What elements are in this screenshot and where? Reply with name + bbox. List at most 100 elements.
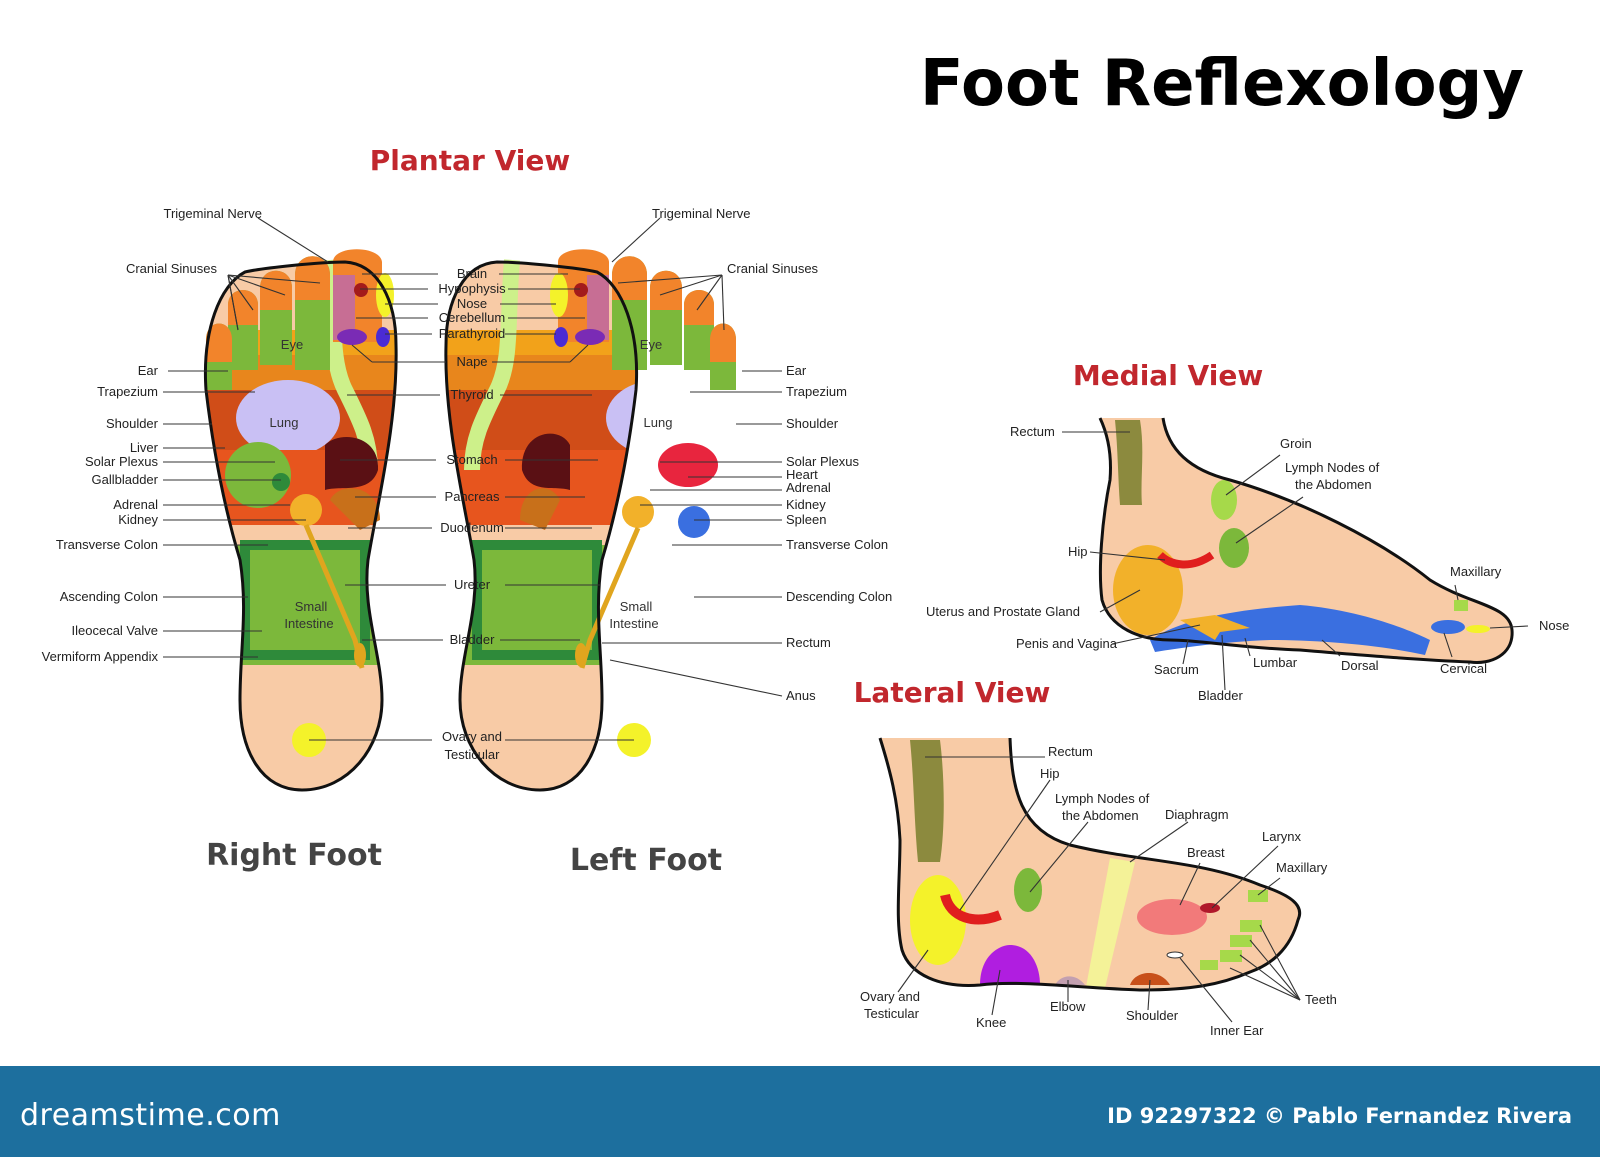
lateral-leaders (897, 756, 1301, 1023)
small-intestine-label-right-2: Intestine (284, 616, 333, 631)
label-lateral-shoulder: Shoulder (1126, 1008, 1179, 1023)
footer-bar: dreamstime.com ID 92297322 © Pablo Ferna… (0, 1066, 1600, 1157)
label-ear-left: Ear (786, 363, 807, 378)
label-larynx: Larynx (1262, 829, 1302, 844)
lateral-view-heading: Lateral View (854, 676, 1051, 709)
lateral-labels: Rectum Hip Lymph Nodes of the Abdomen Di… (860, 744, 1337, 1038)
label-knee: Knee (976, 1015, 1006, 1030)
label-cervical: Cervical (1440, 661, 1487, 676)
label-thyroid: Thyroid (450, 387, 493, 402)
medial-rectum-zone (1115, 420, 1143, 505)
eye-label-right: Eye (281, 337, 303, 352)
right-foot-caption: Right Foot (206, 838, 382, 873)
label-groin: Groin (1280, 436, 1312, 451)
label-ureter: Ureter (454, 577, 491, 592)
label-shoulder-left: Shoulder (786, 416, 839, 431)
label-ovary-plantar-1: Ovary and (442, 729, 502, 744)
label-cranial-right: Cranial Sinuses (126, 261, 218, 276)
label-ascending-colon: Ascending Colon (60, 589, 158, 604)
label-medial-hip: Hip (1068, 544, 1088, 559)
label-penis: Penis and Vagina (1016, 636, 1118, 651)
label-kidney-left: Kidney (786, 497, 826, 512)
label-appendix: Vermiform Appendix (42, 649, 159, 664)
label-lateral-lymph-2: the Abdomen (1062, 808, 1139, 823)
label-breast: Breast (1187, 845, 1225, 860)
plantar-labels-right: Trigeminal Nerve Cranial Sinuses Ear Tra… (42, 206, 262, 664)
label-medial-lymph-2: the Abdomen (1295, 477, 1372, 492)
label-descending-colon: Descending Colon (786, 589, 892, 604)
label-medial-bladder: Bladder (1198, 688, 1243, 703)
label-adrenal-left: Adrenal (786, 480, 831, 495)
label-parathyroid: Parathyroid (439, 326, 505, 341)
label-kidney-right: Kidney (118, 512, 158, 527)
label-gallbladder: Gallbladder (92, 472, 159, 487)
label-elbow: Elbow (1050, 999, 1086, 1014)
label-rectum-plantar: Rectum (786, 635, 831, 650)
liver-zone (225, 442, 291, 508)
thyroid-band (322, 259, 378, 471)
lung-label-left: Lung (644, 415, 673, 430)
label-trigeminal-left: Trigeminal Nerve (652, 206, 751, 221)
label-trapezium-left: Trapezium (786, 384, 847, 399)
left-foot-caption: Left Foot (570, 843, 722, 878)
label-lateral-ovary-2: Testicular (864, 1006, 920, 1021)
label-nose-plantar: Nose (457, 296, 487, 311)
plantar-leaders (163, 217, 783, 741)
medial-view-foot (1098, 417, 1514, 665)
label-medial-rectum: Rectum (1010, 424, 1055, 439)
small-intestine-label-left-2: Intestine (609, 616, 658, 631)
plantar-labels-center: Brain Hypophysis Nose Cerebellum Parathy… (438, 266, 506, 762)
label-adrenal-right: Adrenal (113, 497, 158, 512)
label-lateral-hip: Hip (1040, 766, 1060, 781)
footer-brand[interactable]: dreamstime.com (20, 1098, 281, 1133)
label-medial-lymph-1: Lymph Nodes of (1285, 460, 1380, 475)
left-foot-plantar: Eye Lung Small Intestine (444, 249, 736, 792)
plantar-view-heading: Plantar View (370, 144, 570, 177)
label-pancreas: Pancreas (445, 489, 500, 504)
label-inner-ear: Inner Ear (1210, 1023, 1264, 1038)
lung-label-right: Lung (270, 415, 299, 430)
label-medial-nose: Nose (1539, 618, 1569, 633)
pancreas-zone (330, 488, 380, 530)
plantar-labels-left: Trigeminal Nerve Cranial Sinuses Ear Tra… (652, 206, 892, 703)
label-solar-plexus-left: Solar Plexus (786, 454, 859, 469)
label-liver: Liver (130, 440, 159, 455)
page-title: Foot Reflexology (920, 47, 1524, 121)
small-intestine-label-left-1: Small (620, 599, 653, 614)
label-transverse-colon-right: Transverse Colon (56, 537, 158, 552)
medial-view-heading: Medial View (1073, 359, 1263, 392)
label-diaphragm: Diaphragm (1165, 807, 1229, 822)
label-dorsal: Dorsal (1341, 658, 1379, 673)
label-ear-right: Ear (138, 363, 159, 378)
label-uterus: Uterus and Prostate Gland (926, 604, 1080, 619)
label-stomach: Stomach (446, 452, 497, 467)
label-medial-maxillary: Maxillary (1450, 564, 1502, 579)
label-lateral-lymph-1: Lymph Nodes of (1055, 791, 1150, 806)
label-hypophysis: Hypophysis (438, 281, 506, 296)
label-cerebellum: Cerebellum (439, 310, 505, 325)
label-lateral-ovary-1: Ovary and (860, 989, 920, 1004)
eye-label-left: Eye (640, 337, 662, 352)
label-ileocecal: Ileocecal Valve (72, 623, 158, 638)
label-lateral-maxillary: Maxillary (1276, 860, 1328, 875)
label-lateral-rectum: Rectum (1048, 744, 1093, 759)
label-nape: Nape (456, 354, 487, 369)
kidney-zone (290, 494, 322, 526)
foot-reflexology-chart: Foot Reflexology Plantar View Medial Vie… (42, 47, 1570, 1038)
label-teeth: Teeth (1305, 992, 1337, 1007)
lateral-diaphragm-band (1086, 858, 1135, 988)
gallbladder-zone (272, 473, 290, 491)
lateral-ovary-zone (910, 875, 966, 965)
medial-labels: Rectum Groin Lymph Nodes of the Abdomen … (926, 424, 1569, 703)
heart-zone (658, 443, 718, 487)
label-transverse-colon-left: Transverse Colon (786, 537, 888, 552)
small-intestine-label-right-1: Small (295, 599, 328, 614)
label-lumbar: Lumbar (1253, 655, 1298, 670)
footer-credit: ID 92297322 © Pablo Fernandez Rivera (1107, 1104, 1572, 1128)
label-trapezium-right: Trapezium (97, 384, 158, 399)
lateral-knee-zone (980, 945, 1040, 985)
label-duodenum: Duodenum (440, 520, 504, 535)
label-anus: Anus (786, 688, 816, 703)
label-cranial-left: Cranial Sinuses (727, 261, 819, 276)
lateral-breast-zone (1137, 899, 1207, 935)
